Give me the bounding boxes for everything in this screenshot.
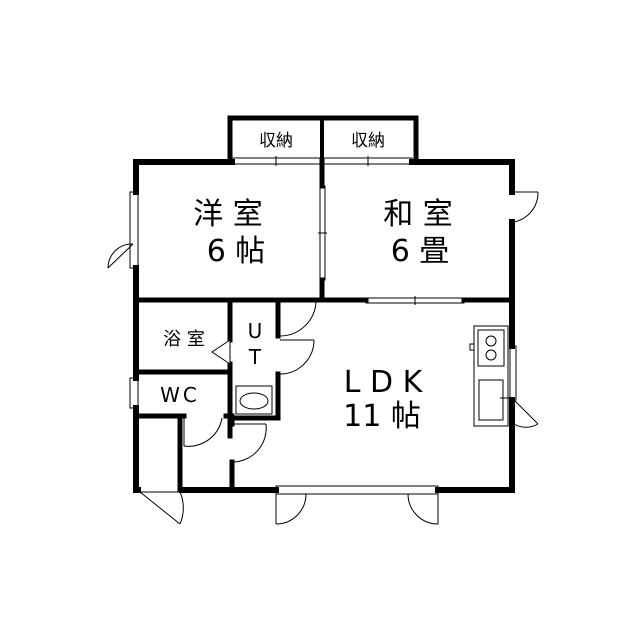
toilet-label: WC [160,383,200,407]
stove-burner-bottom [485,349,497,361]
western-room-label: 洋 室 [193,197,263,232]
swing-doors [107,191,539,525]
sliding-doors [318,185,465,305]
windows [129,156,517,495]
room-labels: 収納 収納 洋 室 6 帖 和 室 6 畳 浴 室 U T WC L D K 1… [160,131,453,434]
japanese-room-size: 6 畳 [391,234,450,269]
ldk-size: 11 帖 [343,399,421,434]
kitchen-sink [478,379,504,421]
storage-left-label: 収納 [259,131,293,151]
japanese-room-label: 和 室 [383,197,453,232]
walls [133,115,515,493]
storage-right-label: 収納 [351,131,385,151]
ldk-label: L D K [344,365,424,400]
kitchen-counter [469,325,510,427]
western-room-size: 6 帖 [207,234,266,269]
utility-label-t: T [248,345,262,369]
stove-burner-top [485,335,497,347]
bath-label: 浴 室 [163,329,205,350]
washbasin [235,385,273,415]
utility-label-u: U [248,319,263,343]
